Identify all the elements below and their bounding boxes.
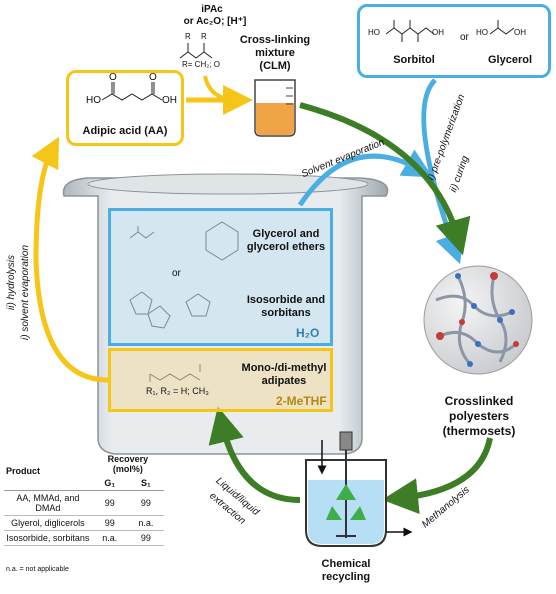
glycerol-ho: HO: [476, 28, 488, 37]
adipic-acid-label: Adipic acid (AA): [82, 125, 168, 137]
row-g1: 99: [91, 515, 128, 531]
clm-line-1: Cross-linking: [239, 34, 311, 46]
isosorbide-line-1: Isosorbide and: [246, 294, 326, 306]
arrow-left-hydrolysis: [31, 136, 109, 383]
thermoset-line-2: polyesters: [448, 409, 510, 423]
reagent-line-2: or Ac₂O; [H⁺]: [183, 16, 247, 27]
table-row: Isosorbide, sorbitans n.a. 99: [4, 530, 164, 546]
clm-beaker-icon: [254, 79, 296, 137]
adipic-acid-structure: [101, 82, 163, 101]
row-g1: n.a.: [91, 530, 128, 546]
thermoset-network: [423, 265, 533, 375]
adipates-line-1: Mono-/di-methyl: [241, 362, 327, 374]
header-g1: G₁: [91, 476, 128, 491]
table-subheader-row: G₁ S₁: [4, 476, 164, 491]
adipic-oh-label: OH: [162, 95, 177, 106]
row-g1: 99: [91, 490, 128, 516]
header-product: Product: [4, 452, 92, 491]
arrow-clm-to-thermoset: [299, 102, 471, 256]
arrow-reagents-to-clm: [203, 75, 239, 102]
glycerol-label: Glycerol: [487, 54, 533, 66]
glycerol-structure: [489, 20, 515, 35]
organic-phase-label: 2-MeTHF: [276, 394, 327, 408]
reactor-line-1: Chemical: [321, 558, 371, 570]
reactor-line-2: recycling: [321, 571, 371, 583]
label-left-hydrolysis: ii) hydrolysis: [6, 254, 17, 310]
organic-phase-box: [108, 348, 333, 412]
label-left-solvent-evaporation: i) solvent evaporation: [20, 244, 31, 340]
sorbitol-ho: HO: [368, 28, 380, 37]
glycerol-ethers-line-2: glycerol ethers: [246, 241, 326, 253]
adipic-ho-label: HO: [86, 95, 101, 106]
reagent-r-label-2: R: [201, 32, 207, 41]
arrow-methanolysis: [382, 437, 493, 515]
row-product: Glyerol, diglicerols: [4, 515, 92, 531]
thermoset-line-1: Crosslinked: [444, 394, 514, 408]
clm-line-2: mixture: [255, 47, 295, 59]
row-s1: 99: [127, 490, 164, 516]
header-recovery: Recovery (mol%): [107, 454, 149, 474]
table-header-row: Product Recovery (mol%): [4, 452, 164, 491]
reactor-icon: [305, 431, 413, 547]
aqueous-phase-box: [108, 208, 333, 346]
sorbitol-structure: [385, 20, 435, 42]
header-s1: S₁: [127, 476, 164, 491]
reagent-r-label-1: R: [185, 32, 191, 41]
clm-line-3: (CLM): [259, 60, 291, 72]
glycerol-oh: OH: [514, 28, 526, 37]
row-s1: n.a.: [127, 515, 164, 531]
table-row: AA, MMAd, and DMAd 99 99: [4, 490, 164, 516]
aqueous-phase-label: H₂O: [296, 326, 320, 340]
adipates-line-2: adipates: [261, 375, 307, 387]
arrow-solvent-evaporation: [297, 149, 434, 207]
adipic-acid-box: [66, 70, 184, 146]
adipic-o-label-1: O: [109, 72, 117, 83]
aqueous-or: or: [172, 268, 181, 279]
table-row: Glyerol, diglicerols 99 n.a.: [4, 515, 164, 531]
table-note: n.a. = not applicable: [6, 566, 69, 573]
anhydride-structure: [179, 43, 213, 59]
row-product: AA, MMAd, and DMAd: [4, 490, 92, 516]
recovery-table: Product Recovery (mol%) G₁ S₁ AA, MMAd, …: [4, 452, 164, 546]
adipates-r-def: R₁, R₂ = H; CH₃: [146, 386, 209, 396]
isosorbide-line-2: sorbitans: [261, 307, 311, 319]
thermoset-line-3: (thermosets): [442, 424, 516, 438]
row-product: Isosorbide, sorbitans: [4, 530, 92, 546]
polyols-box: [357, 4, 551, 78]
arrow-liquid-extraction: [208, 406, 301, 503]
sorbitol-oh: OH: [432, 28, 444, 37]
adipic-o-label-2: O: [149, 72, 157, 83]
reagent-r-def: R= CH₂; O: [182, 60, 220, 69]
sorbitol-label: Sorbitol: [393, 54, 435, 66]
reagent-line-1: iPAc: [201, 4, 223, 15]
row-s1: 99: [127, 530, 164, 546]
polyols-or: or: [460, 32, 469, 43]
glycerol-ethers-line-1: Glycerol and: [252, 228, 320, 240]
recycle-icon: [326, 484, 366, 520]
